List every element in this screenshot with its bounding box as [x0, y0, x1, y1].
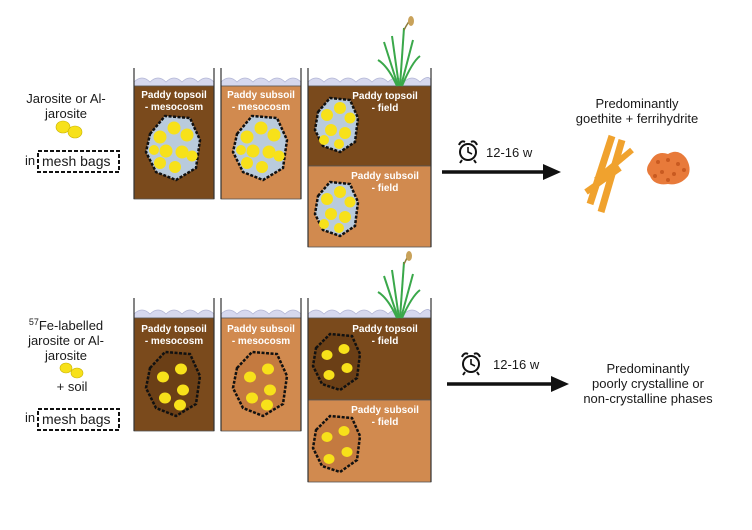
bottom-container-subsoil-mesocosm: Paddy subsoil - mesocosm: [220, 298, 302, 432]
top-result-line1: Predominantly: [595, 96, 679, 111]
top-input-label-line2: jarosite: [44, 106, 87, 121]
container-label-line1: Paddy topsoil: [141, 90, 207, 101]
mesh-bag-icon: [311, 332, 362, 392]
top-bag-label: mesh bags: [42, 153, 110, 169]
container-label-line2: - mesocosm: [232, 102, 290, 113]
jarosite-particles-icon: [55, 120, 83, 139]
bottom-result-line2: poorly crystalline or: [592, 376, 705, 391]
rice-plant-icon: [377, 251, 421, 319]
container-label-line2: - mesocosm: [145, 336, 203, 347]
bottom-input-label-line2: jarosite or Al-: [27, 333, 104, 348]
container-label-line1: Paddy subsoil: [351, 405, 419, 416]
top-container-subsoil-mesocosm: Paddy subsoil - mesocosm: [220, 68, 302, 200]
fe-labelled-text: Fe-labelled: [39, 318, 103, 333]
bottom-bag-label-prefix: in: [25, 410, 35, 425]
mesh-bag-icon: [231, 350, 289, 418]
top-container-topsoil-mesocosm: Paddy topsoil - mesocosm: [133, 68, 215, 200]
mesh-bag-icon: [37, 150, 120, 173]
ferrihydrite-aggregate-icon: [647, 151, 690, 185]
jarosite-particles-icon: [59, 362, 84, 379]
container-label-line2: - field: [372, 103, 399, 114]
mesh-bag-icon: [144, 350, 202, 418]
bottom-arrow: [447, 376, 569, 392]
bottom-result-line1: Predominantly: [606, 361, 690, 376]
mesh-bag-icon: [311, 414, 362, 474]
container-label-line2: - field: [372, 417, 399, 428]
bottom-result-line3: non-crystalline phases: [583, 391, 713, 406]
container-label-line1: Paddy topsoil: [352, 324, 418, 335]
mesh-bag-icon: [313, 180, 360, 238]
top-result-line2: goethite + ferrihydrite: [576, 111, 698, 126]
top-bag-label-prefix: in: [25, 153, 35, 168]
bottom-row: 57Fe-labelled jarosite or Al- jarosite +…: [25, 251, 713, 483]
top-container-field: Paddy topsoil - field Paddy subsoil - fi…: [307, 16, 432, 248]
top-row: Jarosite or Al- jarosite in mesh bags Pa…: [25, 16, 698, 248]
container-label-line1: Paddy subsoil: [351, 171, 419, 182]
bottom-duration-label: 12-16 w: [493, 357, 540, 372]
container-label-line1: Paddy topsoil: [352, 91, 418, 102]
top-duration-label: 12-16 w: [486, 145, 533, 160]
container-label-line2: - field: [372, 183, 399, 194]
bottom-container-topsoil-mesocosm: Paddy topsoil - mesocosm: [133, 298, 215, 432]
mesh-bag-icon: [37, 408, 120, 431]
top-input-label-line1: Jarosite or Al-: [26, 91, 105, 106]
container-label-line1: Paddy subsoil: [227, 90, 295, 101]
bottom-soil-label: + soil: [57, 379, 88, 394]
isotope-superscript: 57: [29, 317, 39, 327]
alarm-clock-icon: [458, 140, 478, 164]
container-label-line1: Paddy subsoil: [227, 324, 295, 335]
container-label-line2: - mesocosm: [145, 102, 203, 113]
mesh-bag-icon: [231, 114, 289, 182]
container-label-line2: - mesocosm: [232, 336, 290, 347]
bottom-input-label-line1: 57Fe-labelled: [29, 317, 103, 333]
goethite-needles-icon: [584, 134, 634, 213]
container-label-line2: - field: [372, 336, 399, 347]
bottom-input-label-line3: jarosite: [44, 348, 87, 363]
bottom-bag-label: mesh bags: [42, 411, 110, 427]
mesh-bag-icon: [144, 114, 202, 182]
rice-plant-icon: [377, 16, 421, 87]
alarm-clock-icon: [461, 352, 481, 376]
container-label-line1: Paddy topsoil: [141, 324, 207, 335]
top-arrow: [442, 164, 561, 180]
bottom-container-field: Paddy topsoil - field Paddy subsoil - fi…: [307, 251, 432, 483]
mesh-bag-icon: [313, 96, 360, 154]
